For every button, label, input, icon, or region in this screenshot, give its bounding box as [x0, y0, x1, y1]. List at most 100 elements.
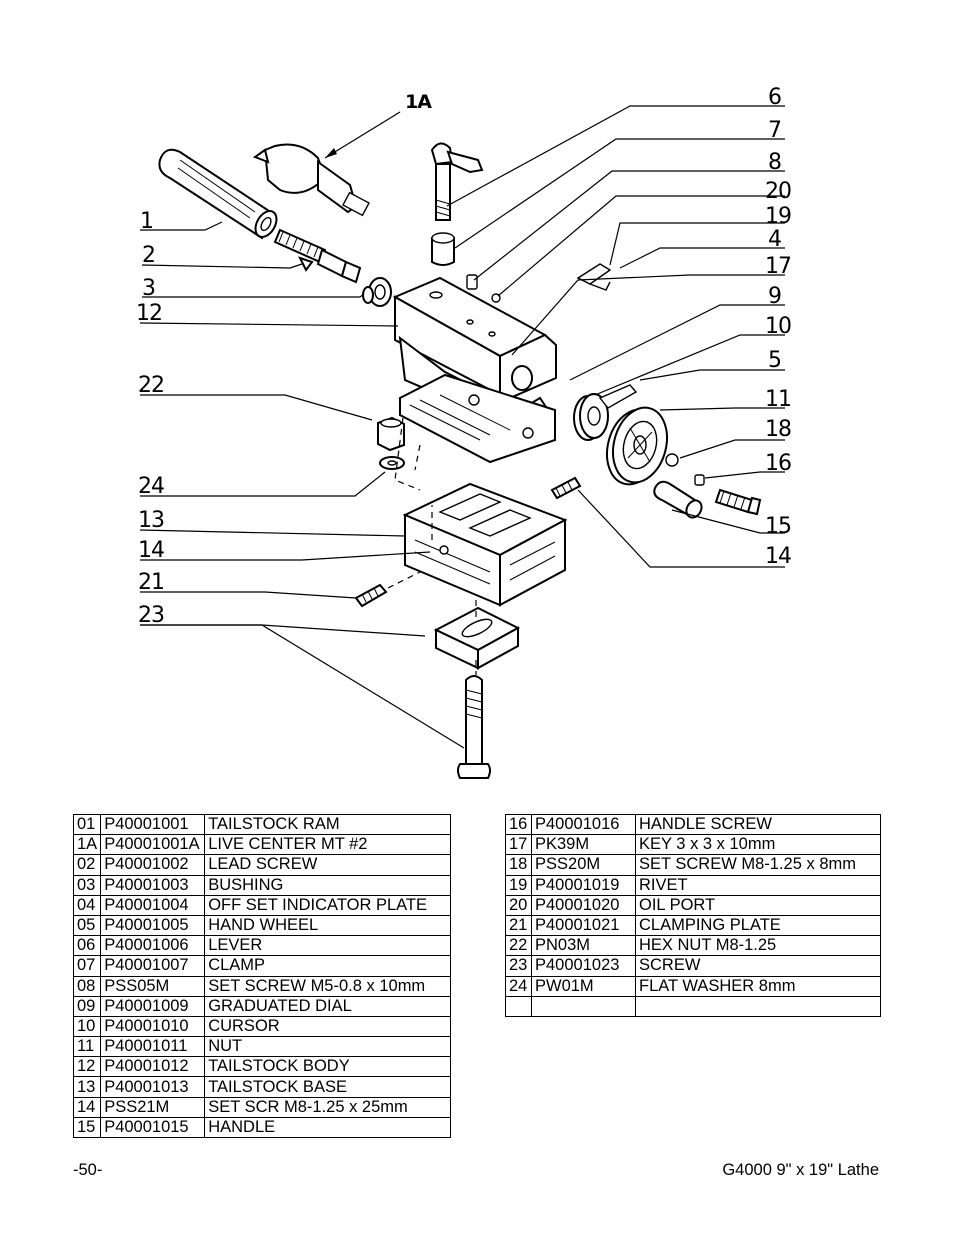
part-number: P40001004 [100, 894, 206, 916]
page-number: -50- [73, 1161, 103, 1179]
label-3: 3 [142, 276, 155, 301]
label-2: 2 [142, 243, 155, 268]
lead-screw-2 [273, 228, 362, 284]
ref-number: 08 [72, 975, 102, 997]
label-20: 20 [765, 179, 791, 204]
ref-number: 18 [505, 854, 532, 876]
part-description: SET SCR M8-1.25 x 25mm [204, 1096, 451, 1118]
clamping-plate-23 [433, 600, 521, 675]
tailstock-base-13 [402, 482, 568, 607]
ref-number: 15 [72, 1116, 102, 1138]
part-number: PW01M [531, 975, 636, 997]
table-row [505, 995, 881, 1017]
part-description: SCREW [635, 955, 881, 976]
ref-number: 20 [505, 894, 532, 916]
label-9: 9 [768, 284, 781, 309]
part-description: KEY 3 x 3 x 10mm [635, 834, 881, 855]
ref-number: 05 [72, 914, 102, 936]
part-description: TAILSTOCK BASE [204, 1076, 451, 1098]
label-17: 17 [765, 254, 791, 279]
manual-title: G4000 9" x 19" Lathe [722, 1161, 879, 1179]
part-number: PN03M [531, 935, 636, 956]
handle-15-16 [653, 480, 762, 519]
part-description: GRADUATED DIAL [204, 995, 451, 1017]
label-8: 8 [768, 150, 781, 175]
ref-number: 22 [505, 935, 532, 956]
live-center-1a [252, 143, 370, 217]
label-22: 22 [138, 373, 164, 398]
part-number: P40001001 [100, 813, 206, 835]
label-18: 18 [765, 417, 791, 442]
ref-number: 02 [72, 854, 102, 876]
ref-number: 01 [72, 813, 102, 835]
ref-number: 19 [505, 874, 532, 896]
ref-number: 13 [72, 1076, 102, 1098]
part-description: CLAMPING PLATE [635, 914, 881, 936]
part-description: FLAT WASHER 8mm [635, 975, 881, 997]
ref-number: 16 [505, 813, 532, 835]
part-description: HANDLE SCREW [635, 813, 881, 835]
lever-clamp-6-7 [430, 142, 484, 266]
part-number: P40001021 [531, 914, 636, 936]
label-14-left: 14 [138, 538, 164, 563]
part-description [635, 995, 881, 1017]
ref-number: 1A [72, 834, 102, 855]
ref-number: 23 [505, 955, 532, 976]
set-screw-21 [354, 571, 421, 608]
part-number: P40001007 [100, 955, 206, 976]
part-number: P40001006 [100, 935, 206, 956]
ref-number: 06 [72, 935, 102, 956]
part-description: OFF SET INDICATOR PLATE [204, 894, 451, 916]
part-description: BUSHING [204, 874, 451, 896]
part-number: P40001019 [531, 874, 636, 896]
part-description: CLAMP [204, 955, 451, 976]
handwheel-assembly-5-9-10-11 [573, 384, 705, 486]
ref-number: 07 [72, 955, 102, 976]
ref-number: 12 [72, 1056, 102, 1077]
ref-number: 21 [505, 914, 532, 936]
part-number: P40001002 [100, 854, 206, 876]
part-number [531, 995, 636, 1017]
ref-number: 14 [72, 1096, 102, 1118]
part-number: P40001010 [100, 1015, 206, 1037]
ref-number: 10 [72, 1015, 102, 1037]
label-1: 1 [140, 209, 153, 234]
part-number: P40001020 [531, 894, 636, 916]
part-description: HEX NUT M8-1.25 [635, 935, 881, 956]
leader-lines-right [446, 105, 785, 568]
label-6: 6 [768, 85, 781, 110]
part-number: P40001016 [531, 813, 636, 835]
part-number: PSS20M [531, 854, 636, 876]
part-description: RIVET [635, 874, 881, 896]
label-23: 23 [138, 603, 164, 628]
part-description: OIL PORT [635, 894, 881, 916]
leader-lines-left [139, 111, 465, 749]
part-description: CURSOR [204, 1015, 451, 1037]
part-number: P40001012 [100, 1056, 206, 1077]
label-12: 12 [136, 301, 162, 326]
part-number: PSS05M [100, 975, 206, 997]
label-11: 11 [765, 387, 791, 412]
part-number: P40001009 [100, 995, 206, 1017]
label-19: 19 [765, 204, 791, 229]
indicator-plate-4-19 [576, 263, 612, 291]
part-description: SET SCREW M5-0.8 x 10mm [204, 975, 451, 997]
